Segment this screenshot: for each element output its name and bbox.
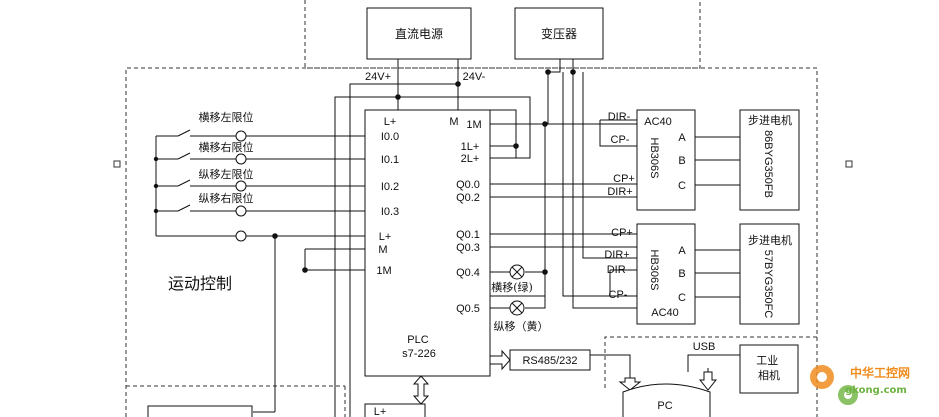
plc-term-left: L+ [379, 231, 392, 243]
plc-term-left: I0.0 [381, 131, 399, 143]
handle-right [845, 160, 853, 168]
driver-1-in: DIR+ [607, 186, 632, 198]
dc-supply-box [366, 7, 472, 60]
lamp-green [509, 264, 525, 280]
motor-2-model: 57BYG350FC [762, 250, 774, 319]
power-terminal [235, 230, 247, 242]
limit-label: 横移左限位 [199, 110, 254, 124]
top-frame [304, 0, 701, 69]
driver-2-out: C [678, 292, 686, 304]
watermark-cn: 中华工控网 [850, 365, 910, 380]
driver-1-box [636, 109, 696, 211]
comm-frame [604, 336, 817, 388]
down-arrow [618, 377, 642, 391]
plc-term-right: Q0.3 [456, 242, 480, 254]
plc-title: PLC [407, 334, 428, 346]
plc-term-left: I0.1 [381, 154, 399, 166]
camera-line-2: 相机 [758, 368, 780, 382]
transformer-label: 变压器 [541, 26, 577, 41]
watermark-url: gkong.com [845, 385, 907, 396]
camera-label: 工业 相机 [756, 354, 782, 382]
driver-2-in: CP- [609, 289, 628, 301]
watermark: 中华工控网 gkong.com [810, 365, 910, 405]
limit-terminal [235, 205, 247, 217]
lamp-yellow [509, 300, 525, 316]
pc-label: PC [657, 400, 672, 412]
driver-1-model: HB306S [648, 138, 660, 179]
transformer-box [514, 7, 604, 60]
driver-1-in: CP- [611, 134, 630, 146]
driver-2-bottom: AC40 [651, 307, 679, 319]
driver-2-in: DIR+ [604, 249, 629, 261]
pc-box [622, 383, 711, 417]
driver-2-out: B [678, 268, 685, 280]
plc-term-left: M [378, 244, 387, 256]
limit-label: 纵移右限位 [199, 191, 254, 205]
driver-1-out: C [678, 180, 686, 192]
limit-terminal [235, 153, 247, 165]
driver-1-out: A [678, 132, 686, 144]
v24-pos-label: 24V+ [365, 71, 391, 83]
plc-term-right: M [449, 116, 458, 128]
driver-2-out: A [678, 245, 686, 257]
v24-neg-label: 24V- [463, 71, 486, 83]
usb-label: USB [693, 341, 716, 353]
section-label: 运动控制 [168, 274, 232, 293]
plc-lower-label: L+ [374, 406, 387, 417]
driver-2-in: DIR- [607, 264, 630, 276]
driver-1-in: CP+ [613, 173, 635, 185]
plc-term-right: Q0.1 [456, 229, 480, 241]
plc-term-right: 2L+ [461, 153, 480, 165]
usb-arrow [698, 371, 718, 391]
plc-term-right: 1L+ [461, 141, 480, 153]
bottom-left-box [147, 405, 253, 417]
plc-term-right: Q0.4 [456, 267, 480, 279]
plc-term-right: Q0.2 [456, 192, 480, 204]
motor-1-box [739, 109, 800, 211]
rs485-label: RS485/232 [522, 355, 577, 367]
driver-2-in: CP+ [611, 227, 633, 239]
plc-term-left: I0.3 [381, 206, 399, 218]
driver-2-model: HB306S [648, 250, 660, 291]
limit-label: 横移右限位 [199, 140, 254, 154]
driver-1-top: AC40 [644, 116, 672, 128]
plc-term-left: 1M [376, 265, 391, 277]
plc-bus-arrow [412, 375, 430, 405]
plc-term-right: Q0.5 [456, 303, 480, 315]
plc-lower-box [364, 403, 426, 417]
dc-supply-label: 直流电源 [395, 27, 443, 41]
limit-terminal [235, 180, 247, 192]
plc-term-right: Q0.0 [456, 179, 480, 191]
driver-2-box [636, 223, 696, 325]
camera-line-1: 工业 [756, 354, 778, 367]
driver-1-in: DIR- [608, 111, 631, 123]
limit-label: 纵移左限位 [199, 167, 254, 181]
plc-term-left: I0.2 [381, 181, 399, 193]
control-frame [125, 67, 818, 417]
rs485-arrow [489, 349, 511, 371]
lamp-label: 纵移（黄） [494, 319, 549, 333]
motor-1-title: 步进电机 [748, 113, 792, 127]
driver-1-out: B [678, 155, 685, 167]
camera-box [739, 344, 799, 394]
plc-box [364, 109, 491, 377]
handle-left [113, 160, 121, 168]
plc-model: s7-226 [402, 348, 436, 360]
motor-2-title: 步进电机 [748, 233, 792, 247]
lamp-label: 横移(绿) [491, 280, 533, 294]
plc-term-right: 1M [466, 119, 481, 131]
motor-1-model: 86BYG350FB [762, 130, 774, 198]
limit-terminal [235, 130, 247, 142]
plc-term-left: L+ [384, 116, 397, 128]
motor-2-box [739, 223, 800, 325]
